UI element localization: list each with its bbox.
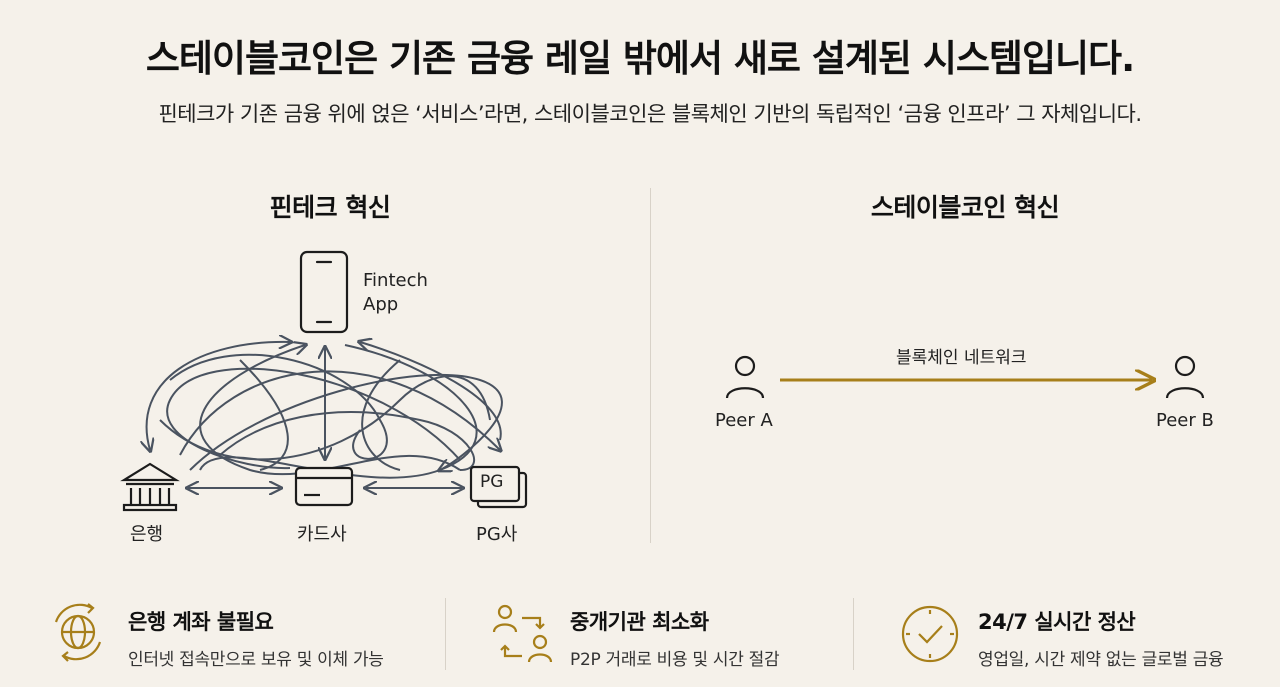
blockchain-network-label: 블록체인 네트워크 — [896, 348, 1027, 368]
pg-icon-text: PG — [480, 472, 504, 492]
peer-a-icon — [725, 355, 765, 399]
feature-no-bank-account-title: 은행 계좌 불필요 — [128, 610, 274, 634]
fintech-app-label-line2: App — [363, 294, 399, 315]
peer-a-label: Peer A — [715, 410, 773, 431]
bank-icon — [120, 462, 180, 512]
feature-realtime-settlement-title: 24/7 실시간 정산 — [978, 610, 1136, 634]
page-title: 스테이블코인은 기존 금융 레일 밖에서 새로 설계된 시스템입니다. — [145, 37, 1135, 80]
fintech-app-label-line1: Fintech — [363, 270, 428, 291]
tangled-connections — [147, 342, 502, 488]
card-icon — [294, 466, 354, 507]
pg-company-label: PG사 — [476, 524, 518, 545]
feature-no-bank-account-desc: 인터넷 접속만으로 보유 및 이체 가능 — [128, 650, 384, 670]
feature-realtime-settlement-desc: 영업일, 시간 제약 없는 글로벌 금융 — [978, 650, 1224, 670]
people-exchange-icon — [492, 604, 553, 663]
bank-label: 은행 — [130, 524, 164, 545]
panel-divider — [650, 188, 651, 543]
globe-cycle-icon — [54, 603, 102, 662]
peer-b-icon — [1165, 355, 1205, 399]
phone-icon — [299, 250, 349, 334]
pg-icon — [469, 465, 528, 509]
peer-b-label: Peer B — [1156, 410, 1214, 431]
card-company-label: 카드사 — [297, 524, 347, 545]
stablecoin-panel-title: 스테이블코인 혁신 — [870, 193, 1060, 222]
feature-minimal-intermediary-desc: P2P 거래로 비용 및 시간 절감 — [570, 650, 780, 670]
clock-check-icon — [901, 605, 959, 663]
feature-divider-2 — [853, 598, 854, 670]
page-subtitle: 핀테크가 기존 금융 위에 얹은 ‘서비스’라면, 스테이블코인은 블록체인 기… — [158, 102, 1142, 126]
feature-divider-1 — [445, 598, 446, 670]
fintech-panel-title: 핀테크 혁신 — [269, 193, 391, 222]
feature-minimal-intermediary-title: 중개기관 최소화 — [570, 610, 709, 634]
